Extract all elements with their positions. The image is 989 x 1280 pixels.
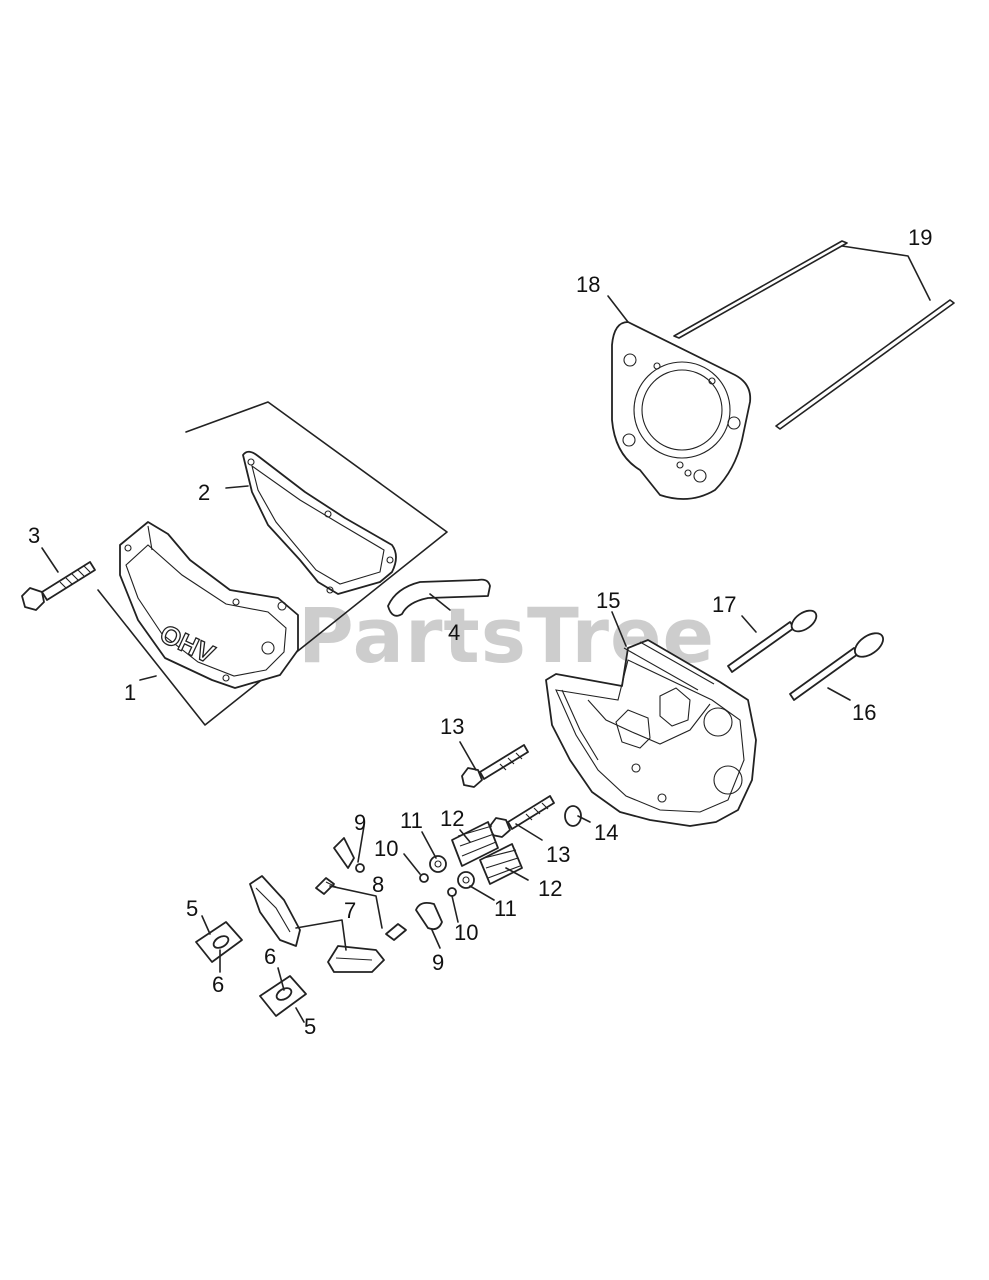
callout-4: 4	[448, 620, 460, 645]
callout-13-lower: 13	[546, 842, 570, 867]
callout-10-upper: 10	[374, 836, 398, 861]
part-19-push-rods	[673, 240, 955, 430]
callout-14: 14	[594, 820, 618, 845]
part-2-cover-gasket	[242, 450, 397, 595]
callout-8: 8	[372, 872, 384, 897]
callout-5-upper: 5	[186, 896, 198, 921]
callout-19: 19	[908, 225, 932, 250]
part-8-rocker-stud-lower	[385, 923, 407, 941]
part-13-head-bolt-upper	[461, 744, 529, 788]
part-6-screw-upper	[212, 935, 230, 949]
callout-17: 17	[712, 592, 736, 617]
part-1-valve-cover: OHV	[119, 521, 299, 689]
callout-1: 1	[124, 680, 136, 705]
part-17-intake-valve	[727, 609, 818, 673]
callout-10-lower: 10	[454, 920, 478, 945]
part-9-valve-cap-lower	[415, 901, 443, 931]
part-9-valve-cap-upper	[333, 837, 365, 873]
part-16-exhaust-valve	[789, 632, 884, 701]
callout-12-upper: 12	[440, 806, 464, 831]
callout-15: 15	[596, 588, 620, 613]
callout-9-upper: 9	[354, 810, 366, 835]
part-18-head-gasket	[611, 321, 752, 500]
part-11-retainer-upper	[429, 855, 447, 873]
part-4-breather-tube	[387, 578, 491, 617]
part-8-rocker-stud-upper	[315, 877, 339, 895]
callout-7: 7	[344, 898, 356, 923]
callout-16: 16	[852, 700, 876, 725]
callout-3: 3	[28, 523, 40, 548]
callout-13-upper: 13	[440, 714, 464, 739]
callout-labels: 19 18 2 3 1 4 15 17 16 13 12 13 14 12 11…	[28, 225, 932, 1039]
part-12-valve-spring-lower	[479, 843, 523, 885]
part-7-rocker-arm-upper	[249, 875, 301, 947]
callout-6-upper: 6	[212, 972, 224, 997]
part-6-screw-lower	[275, 987, 293, 1001]
callout-6-lower: 6	[264, 944, 276, 969]
callout-18: 18	[576, 272, 600, 297]
part-group-frame	[97, 401, 448, 726]
part-14-washer	[564, 805, 582, 827]
part-7-rocker-arm-lower	[327, 945, 385, 973]
part-10-keeper-lower	[447, 887, 457, 897]
callout-2: 2	[198, 480, 210, 505]
leader-lines	[41, 245, 931, 1023]
part-15-cylinder-head	[545, 639, 757, 827]
part-11-retainer-lower	[457, 871, 475, 889]
callout-11-lower: 11	[494, 896, 517, 921]
callout-5-lower: 5	[304, 1014, 316, 1039]
callout-9-lower: 9	[432, 950, 444, 975]
part-13-head-bolt-lower	[489, 795, 555, 838]
part-3-bolt	[21, 561, 96, 611]
callout-11-upper: 11	[400, 808, 423, 833]
callout-12-lower: 12	[538, 876, 562, 901]
part-10-keeper-upper	[419, 873, 429, 883]
